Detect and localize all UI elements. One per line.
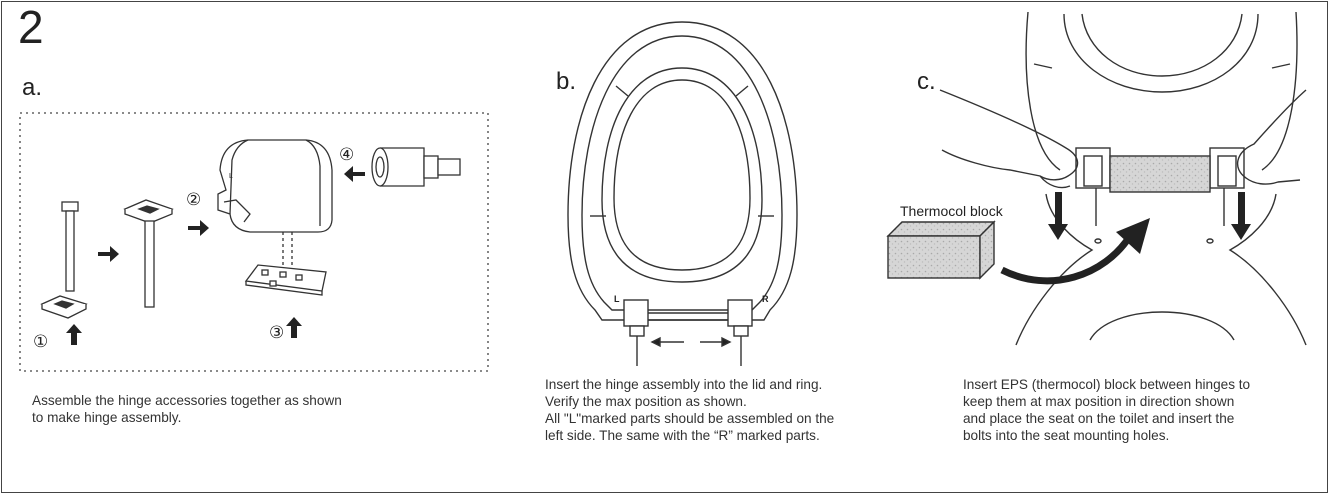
hinge-left xyxy=(1075,147,1111,226)
panel-b-diagram xyxy=(567,21,798,366)
double-arrow-icon xyxy=(650,336,732,348)
bolt-washer-assembly xyxy=(123,199,174,308)
hinge-cover-part: L xyxy=(217,139,333,233)
caption-line: Insert EPS (thermocol) block between hin… xyxy=(963,377,1251,392)
caption-line: Assemble the hinge accessories together … xyxy=(32,393,342,408)
arrow-right-icon xyxy=(98,246,119,262)
thermocol-block-label: Thermocol block xyxy=(900,203,1004,219)
washer-part xyxy=(40,295,88,319)
step-marker-2: ② xyxy=(186,190,201,209)
arrow-right-icon xyxy=(188,220,209,236)
side-mark-right: R xyxy=(762,294,769,304)
left-hand xyxy=(939,89,1079,181)
toilet-seat-lid xyxy=(567,21,798,321)
mounting-plate-part xyxy=(244,264,327,296)
curved-arrow-icon xyxy=(1000,218,1150,285)
hinge-right xyxy=(1209,147,1245,226)
caption-line: and place the seat on the toilet and ins… xyxy=(963,411,1235,426)
caption-line: left side. The same with the “R” marked … xyxy=(545,428,820,443)
panel-b-label: b. xyxy=(556,68,577,95)
hinge-nut-part xyxy=(371,147,461,187)
step-marker-4: ④ xyxy=(339,145,354,164)
panel-b-caption: Insert the hinge assembly into the lid a… xyxy=(545,376,834,444)
caption-line: Verify the max position as shown. xyxy=(545,394,747,409)
toilet-bowl xyxy=(1015,11,1307,346)
caption-line: to make hinge assembly. xyxy=(32,410,182,425)
thermocol-block xyxy=(886,220,996,280)
step-number: 2 xyxy=(18,1,44,53)
side-mark-left: L xyxy=(614,294,620,304)
step-markers: ① ② ③ ④ xyxy=(33,145,354,351)
step-marker-3: ③ xyxy=(269,323,284,342)
caption-line: All "L"marked parts should be assembled … xyxy=(545,411,835,426)
thermocol-block-installed xyxy=(1109,155,1211,193)
hinge-bolt-part xyxy=(61,201,79,292)
right-hand xyxy=(1236,89,1307,185)
caption-line: Insert the hinge assembly into the lid a… xyxy=(545,377,823,392)
arrow-up-icon xyxy=(286,317,302,338)
panel-a-label: a. xyxy=(22,74,43,101)
hinge-left xyxy=(623,299,649,366)
arrow-left-icon xyxy=(344,166,365,182)
panel-c-caption: Insert EPS (thermocol) block between hin… xyxy=(963,376,1250,444)
svg-text:L: L xyxy=(229,173,233,180)
arrow-up-icon xyxy=(66,324,82,345)
caption-line: keep them at max position in direction s… xyxy=(963,394,1235,409)
caption-line: bolts into the seat mounting holes. xyxy=(963,428,1170,443)
arrow-down-icon xyxy=(1231,192,1251,240)
panel-c-diagram xyxy=(886,11,1307,346)
panel-a-caption: Assemble the hinge accessories together … xyxy=(32,392,342,426)
panel-c-label: c. xyxy=(917,68,936,95)
arrow-down-icon xyxy=(1048,192,1068,240)
hinge-right xyxy=(727,299,753,366)
step-marker-1: ① xyxy=(33,332,48,351)
panel-a-diagram: L xyxy=(19,112,489,372)
